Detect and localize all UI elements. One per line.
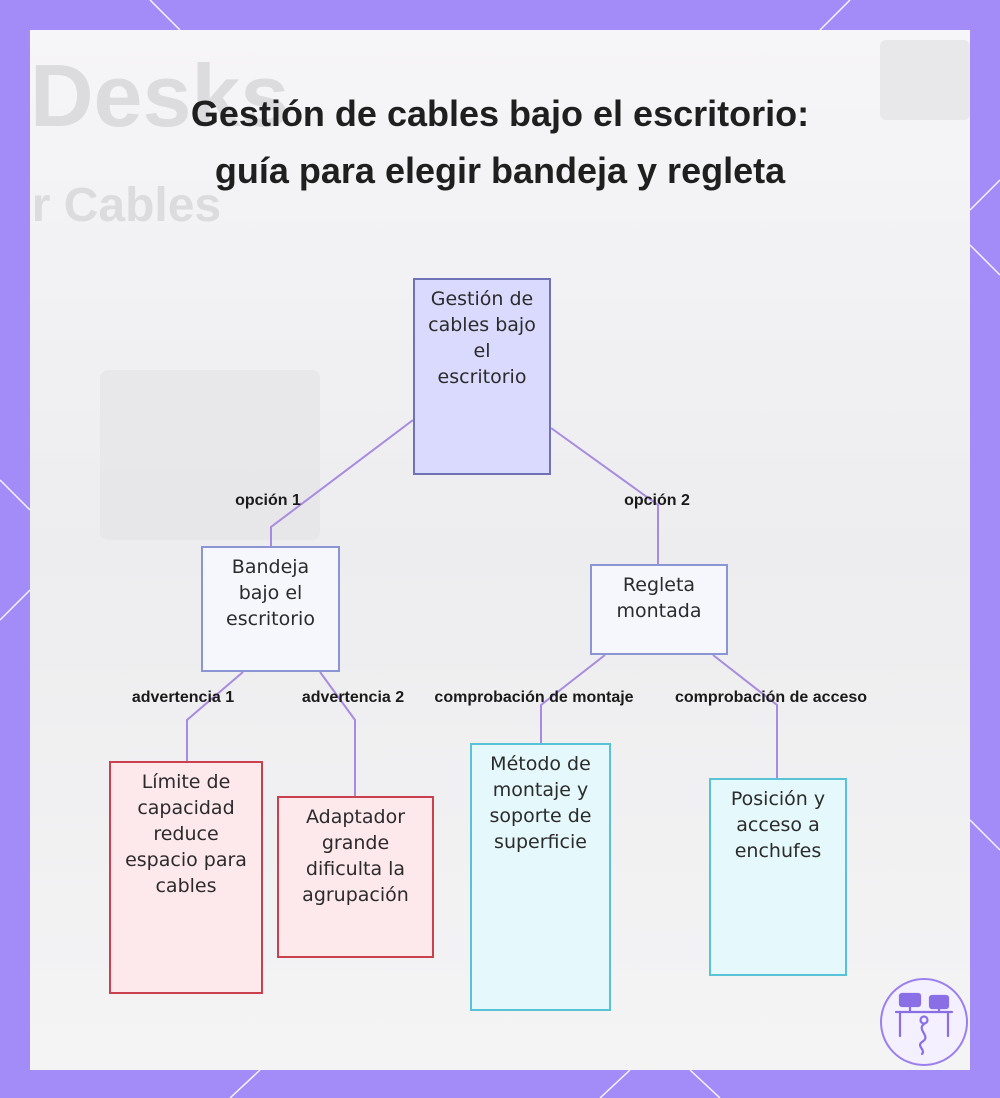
edge-label-option1: opción 1 (235, 492, 301, 510)
node-warning2-adapter: Adaptador grande dificulta la agrupación (277, 796, 434, 958)
link-root-option1 (271, 420, 413, 547)
link-option1-warning1 (187, 672, 243, 762)
edge-label-option2: opción 2 (624, 492, 690, 510)
link-option2-check2 (713, 655, 777, 779)
node-warning1-capacity: Límite de capacidad reduce espacio para … (109, 761, 263, 994)
desk-workstation-icon (882, 980, 966, 1064)
node-check1-mounting: Método de montaje y soporte de superfici… (470, 743, 611, 1011)
logo-badge (880, 978, 968, 1066)
edge-label-warning2: advertencia 2 (302, 689, 404, 707)
edge-label-check2: comprobación de acceso (675, 689, 867, 707)
node-option1-tray: Bandeja bajo el escritorio (201, 546, 340, 672)
edge-label-warning1: advertencia 1 (132, 689, 234, 707)
edge-label-check1: comprobación de montaje (434, 689, 633, 707)
node-check2-access: Posición y acceso a enchufes (709, 778, 847, 976)
node-root: Gestión de cables bajo el escritorio (413, 278, 551, 475)
node-option2-power-strip: Regleta montada (590, 564, 728, 655)
